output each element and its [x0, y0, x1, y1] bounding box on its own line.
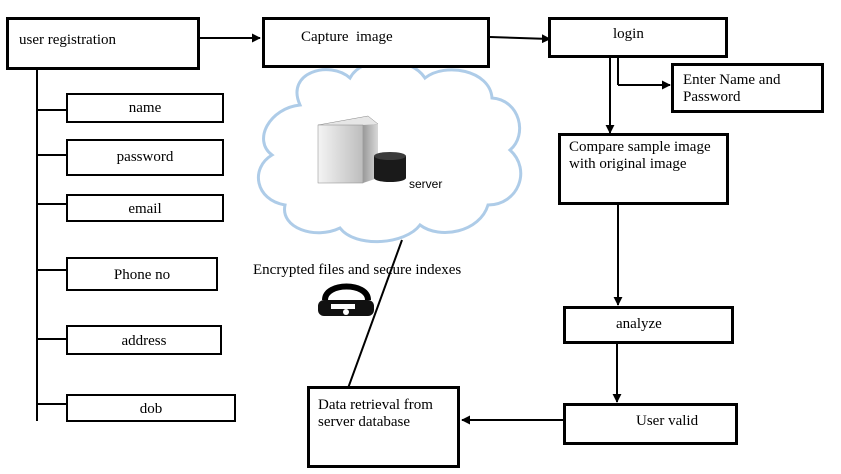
- field-address-box: address: [66, 325, 222, 355]
- field-phone-label: Phone no: [113, 267, 171, 283]
- field-dob-label: dob: [139, 401, 163, 417]
- field-email-box: email: [66, 194, 224, 222]
- field-name-label: name: [128, 100, 162, 116]
- enter-name-password-label: Enter Name and Password: [683, 72, 781, 105]
- enter-name-password-box: Enter Name and Password: [671, 63, 824, 113]
- field-password-box: password: [66, 139, 224, 176]
- user-valid-label: User valid: [636, 413, 699, 429]
- capture-image-box: Capture image: [262, 17, 490, 68]
- user-registration-label: user registration: [19, 32, 117, 48]
- lock-icon: [318, 283, 374, 316]
- database-cylinder-icon: [374, 152, 406, 182]
- field-password-label: password: [116, 149, 174, 165]
- cloud-shape: [256, 59, 523, 244]
- compare-label: Compare sample image with original image: [569, 139, 711, 172]
- data-retrieval-box: Data retrieval from server database: [307, 386, 460, 468]
- login-label: login: [613, 26, 644, 42]
- compare-box: Compare sample image with original image: [558, 133, 729, 205]
- field-phone-box: Phone no: [66, 257, 218, 291]
- analyze-box: analyze: [563, 306, 734, 344]
- capture-image-label: Capture image: [301, 29, 393, 45]
- user-registration-box: user registration: [6, 17, 200, 70]
- login-box: login: [548, 17, 728, 58]
- field-address-label: address: [121, 333, 167, 349]
- server-label: server: [409, 177, 443, 191]
- field-name-box: name: [66, 93, 224, 123]
- field-dob-box: dob: [66, 394, 236, 422]
- encrypted-files-label: Encrypted files and secure indexes: [253, 262, 462, 278]
- connectors: [36, 33, 671, 425]
- data-retrieval-label: Data retrieval from server database: [318, 397, 433, 430]
- user-valid-box: User valid: [563, 403, 738, 445]
- analyze-label: analyze: [616, 316, 662, 332]
- server-tower-icon: [317, 115, 379, 184]
- field-email-label: email: [128, 201, 162, 217]
